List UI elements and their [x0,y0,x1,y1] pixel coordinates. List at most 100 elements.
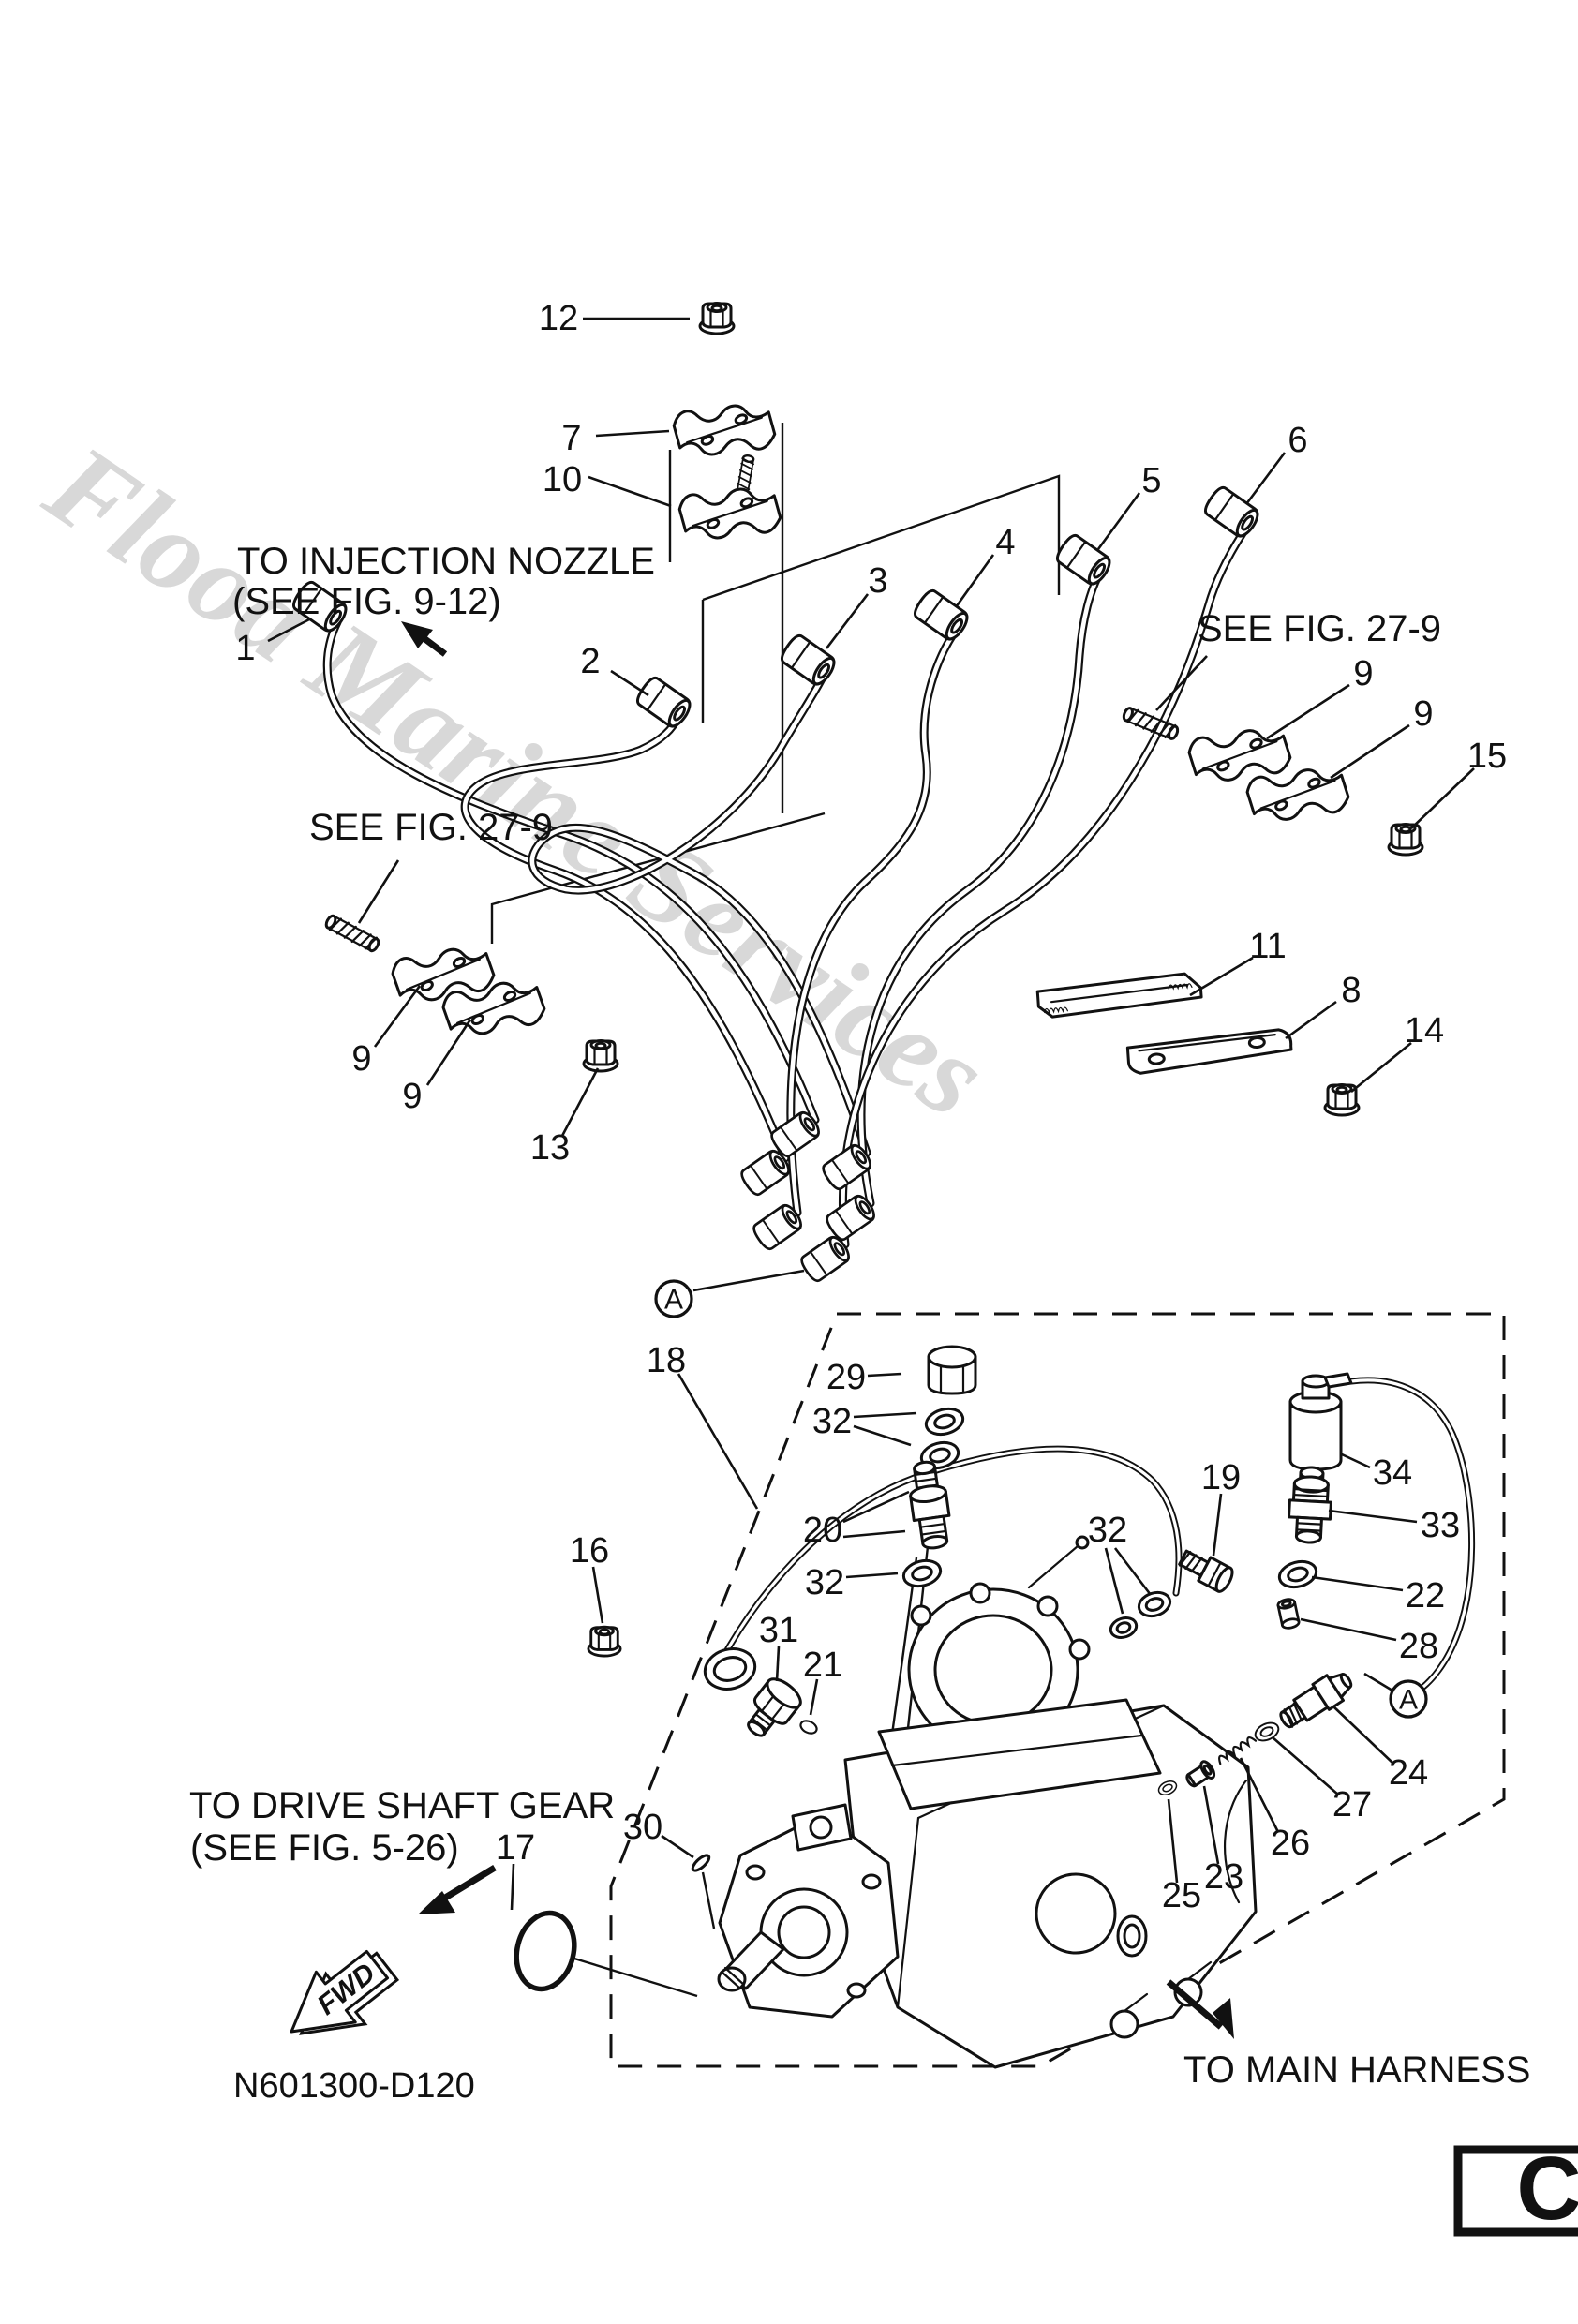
callout-23: 23 [1204,1857,1243,1897]
callout-leader-19 [1212,1493,1223,1557]
callout-leader-22 [1311,1575,1404,1592]
union-2 [633,673,696,732]
callout-9: 9 [1413,694,1433,734]
rail-8 [1125,1028,1293,1075]
oring-17 [514,1910,577,1992]
callout-leader-2 [610,669,649,697]
key-30 [691,1854,711,1872]
to-drive-shaft-gear-line2: (SEE FIG. 5-26) [190,1827,459,1869]
callout-21: 21 [803,1646,842,1685]
callout-leader-9 [373,985,422,1048]
callout-33: 33 [1421,1506,1460,1545]
pin-23 [1185,1760,1216,1788]
callout-3: 3 [868,561,887,601]
pipe-1 [322,618,820,1125]
callout-7: 7 [561,419,581,458]
washer-32c [899,1555,945,1592]
pipe-2 [460,710,790,1163]
callout-leader-18 [677,1373,759,1510]
callout-leader-9 [1266,683,1350,740]
callout-leader-1 [267,617,312,643]
callout-11: 11 [1249,927,1286,966]
see-fig-27-9-left: SEE FIG. 27-9 [309,807,553,848]
bracket-11 [1035,972,1203,1019]
callout-29: 29 [826,1358,866,1397]
callout-19: 19 [1201,1458,1241,1497]
callout-15: 15 [1467,737,1507,776]
annotations: TO INJECTION NOZZLE (SEE FIG. 9-12) SEE … [189,541,1530,2106]
callout-8: 8 [1341,971,1361,1010]
callout-leader-30 [661,1834,694,1859]
callout-27: 27 [1332,1785,1372,1825]
callout-leader-32 [853,1411,917,1419]
detail-marker-leader [692,1269,805,1292]
cap-29 [927,1345,977,1395]
callout-leader-17 [510,1863,515,1911]
drive-shaft-arrow [418,1865,497,1914]
callout-28: 28 [1399,1627,1438,1666]
callout-leader-9 [425,1019,472,1086]
callout-1: 1 [235,629,255,668]
detail-marker-label: A [664,1285,683,1316]
callout-leader-11 [1189,956,1254,997]
callout-leader-4 [954,554,995,608]
callout-22: 22 [1406,1576,1445,1616]
fitting-20 [909,1460,951,1550]
callout-leader-28 [1300,1617,1397,1642]
stud-left [322,912,382,955]
callout-leader-10 [588,475,672,508]
callout-leader-14 [1350,1041,1412,1094]
pipe-5 [856,568,1105,1208]
callout-leader-32 [845,1572,899,1579]
callout-32: 32 [812,1402,852,1441]
pipe-6 [838,520,1253,1249]
nut-16 [587,1625,622,1658]
main-harness-arrow [1166,1979,1234,2039]
callout-leader-9 [1330,723,1410,780]
callout-32: 32 [805,1563,844,1602]
detail-marker-circle [654,1279,693,1318]
callout-24: 24 [1389,1753,1428,1793]
callout-14: 14 [1405,1011,1444,1050]
callout-leader-31 [775,1646,781,1682]
pipe-4 [786,623,962,1217]
callout-9: 9 [351,1039,371,1079]
clamp-10 [677,484,783,544]
callout-leader-3 [825,593,870,649]
callout-leader-20 [842,1529,906,1539]
washer-22 [1274,1556,1321,1593]
callout-9: 9 [402,1077,422,1116]
injection-nozzle-arrow [401,621,448,657]
wires [716,1377,1476,1698]
union-3 [777,631,841,690]
callout-31: 31 [759,1611,798,1650]
callout-13: 13 [530,1128,570,1168]
callout-leader-8 [1285,1000,1337,1040]
callout-9: 9 [1353,654,1373,693]
callout-leader-7 [595,429,670,438]
reference-arrows [401,621,1234,2039]
hardware-upper [322,302,1424,1117]
nut-13 [582,1039,619,1073]
callout-leader-15 [1410,767,1475,829]
callout-leader-16 [591,1566,604,1624]
detail-marker-leader [1363,1672,1393,1692]
bolt-19 [1178,1549,1234,1593]
callout-leader-32 [1113,1547,1153,1596]
callout-leader-25 [1167,1798,1179,1884]
callout-18: 18 [647,1341,686,1380]
callout-leader-20 [842,1490,910,1524]
callout-32: 32 [1088,1511,1127,1550]
fitting-33 [1288,1466,1332,1544]
union-6 [1200,483,1264,542]
callout-5: 5 [1141,461,1161,500]
callout-leader-5 [1096,492,1141,550]
fuel-pipes [322,520,1253,1249]
callout-4: 4 [995,523,1015,562]
to-injection-nozzle-line1: TO INJECTION NOZZLE [237,541,655,582]
callout-34: 34 [1373,1453,1412,1493]
callout-2: 2 [580,642,600,681]
